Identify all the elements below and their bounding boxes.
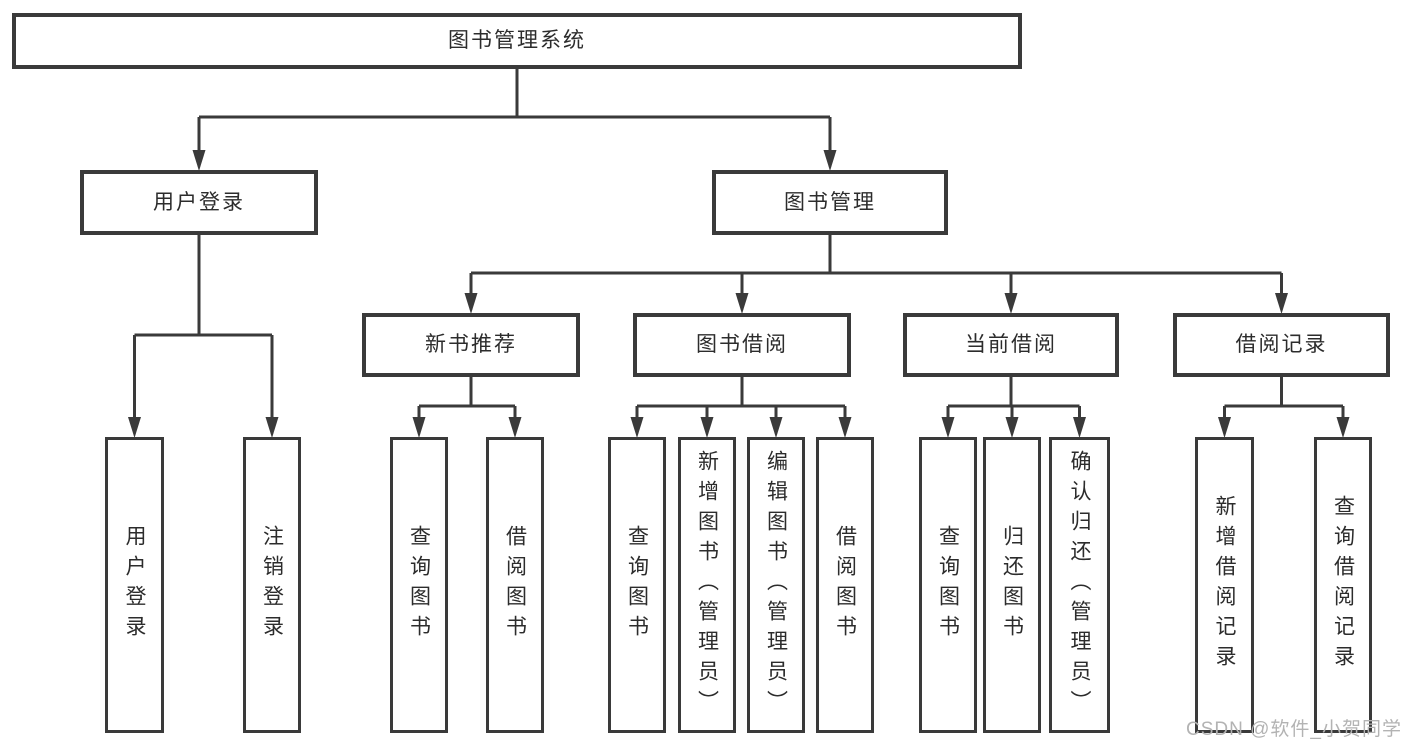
node-l4: 借阅图书 <box>486 437 544 733</box>
node-label-login: 用户登录 <box>153 190 245 214</box>
node-label-borrow: 图书借阅 <box>696 333 788 357</box>
node-label-l5: 查询图书 <box>625 525 649 645</box>
arrowhead-icon <box>265 417 279 438</box>
arrowhead-icon <box>128 417 141 438</box>
node-root: 图书管理系统 <box>12 13 1022 69</box>
node-label-l9: 查询图书 <box>936 525 960 645</box>
node-label-root: 图书管理系统 <box>448 29 586 53</box>
arrowhead-icon <box>941 417 955 438</box>
node-label-l13: 查询借阅记录 <box>1331 495 1355 675</box>
node-label-newbook: 新书推荐 <box>425 333 517 357</box>
connector-records <box>1218 376 1350 438</box>
arrowhead-icon <box>464 293 478 314</box>
connector-lines-root <box>197 68 832 154</box>
node-login: 用户登录 <box>80 170 318 235</box>
connector-login <box>128 234 279 438</box>
node-label-l3: 查询图书 <box>407 525 431 645</box>
node-label-l1: 用户登录 <box>123 525 147 645</box>
node-label-l7: 编辑图书（管理员） <box>764 450 788 720</box>
connector-lines-borrow <box>635 376 847 421</box>
arrowhead-icon <box>1005 417 1019 438</box>
connector-mgmt <box>464 234 1288 314</box>
node-l10: 归还图书 <box>983 437 1041 733</box>
arrowhead-icon <box>700 417 714 438</box>
connector-lines-login <box>133 234 274 421</box>
node-l7: 编辑图书（管理员） <box>747 437 805 733</box>
connector-lines-mgmt <box>469 234 1283 297</box>
arrowhead-icon <box>1073 417 1086 438</box>
arrowhead-icon <box>1336 417 1350 438</box>
arrowhead-icon <box>838 417 852 438</box>
node-label-l6: 新增图书（管理员） <box>695 450 719 720</box>
node-mgmt: 图书管理 <box>712 170 948 235</box>
node-l6: 新增图书（管理员） <box>678 437 736 733</box>
arrowhead-icon <box>508 417 522 438</box>
connector-newbook <box>412 376 522 438</box>
connector-lines-current <box>946 376 1081 421</box>
connector-lines-newbook <box>417 376 517 421</box>
arrowhead-icon <box>769 417 783 438</box>
connector-borrow <box>630 376 852 438</box>
node-l3: 查询图书 <box>390 437 448 733</box>
node-label-l2: 注销登录 <box>260 525 284 645</box>
connector-current <box>941 376 1086 438</box>
node-label-current: 当前借阅 <box>965 333 1057 357</box>
node-l11: 确认归还（管理员） <box>1049 437 1110 733</box>
node-newbook: 新书推荐 <box>362 313 580 377</box>
node-l13: 查询借阅记录 <box>1314 437 1372 733</box>
arrowhead-icon <box>823 150 837 171</box>
arrowhead-icon <box>1004 293 1018 314</box>
node-label-l8: 借阅图书 <box>833 525 857 645</box>
node-l12: 新增借阅记录 <box>1195 437 1254 733</box>
node-l8: 借阅图书 <box>816 437 874 733</box>
node-label-mgmt: 图书管理 <box>784 190 876 214</box>
node-l5: 查询图书 <box>608 437 666 733</box>
arrowhead-icon <box>412 417 426 438</box>
node-borrow: 图书借阅 <box>633 313 851 377</box>
arrowhead-icon <box>1218 417 1231 438</box>
watermark-text: CSDN @软件_小贺同学 <box>1186 719 1402 740</box>
arrowhead-icon <box>1275 293 1288 314</box>
node-current: 当前借阅 <box>903 313 1119 377</box>
node-l1: 用户登录 <box>105 437 164 733</box>
node-label-l11: 确认归还（管理员） <box>1068 450 1092 720</box>
node-records: 借阅记录 <box>1173 313 1390 377</box>
node-label-l10: 归还图书 <box>1000 525 1024 645</box>
arrowhead-icon <box>630 417 644 438</box>
connector-lines-records <box>1223 376 1345 421</box>
arrowhead-icon <box>192 150 206 171</box>
node-l2: 注销登录 <box>243 437 301 733</box>
node-l9: 查询图书 <box>919 437 977 733</box>
connector-root <box>192 68 837 171</box>
node-label-records: 借阅记录 <box>1235 333 1328 357</box>
node-label-l12: 新增借阅记录 <box>1213 495 1237 675</box>
arrowhead-icon <box>735 293 749 314</box>
node-label-l4: 借阅图书 <box>503 525 527 645</box>
